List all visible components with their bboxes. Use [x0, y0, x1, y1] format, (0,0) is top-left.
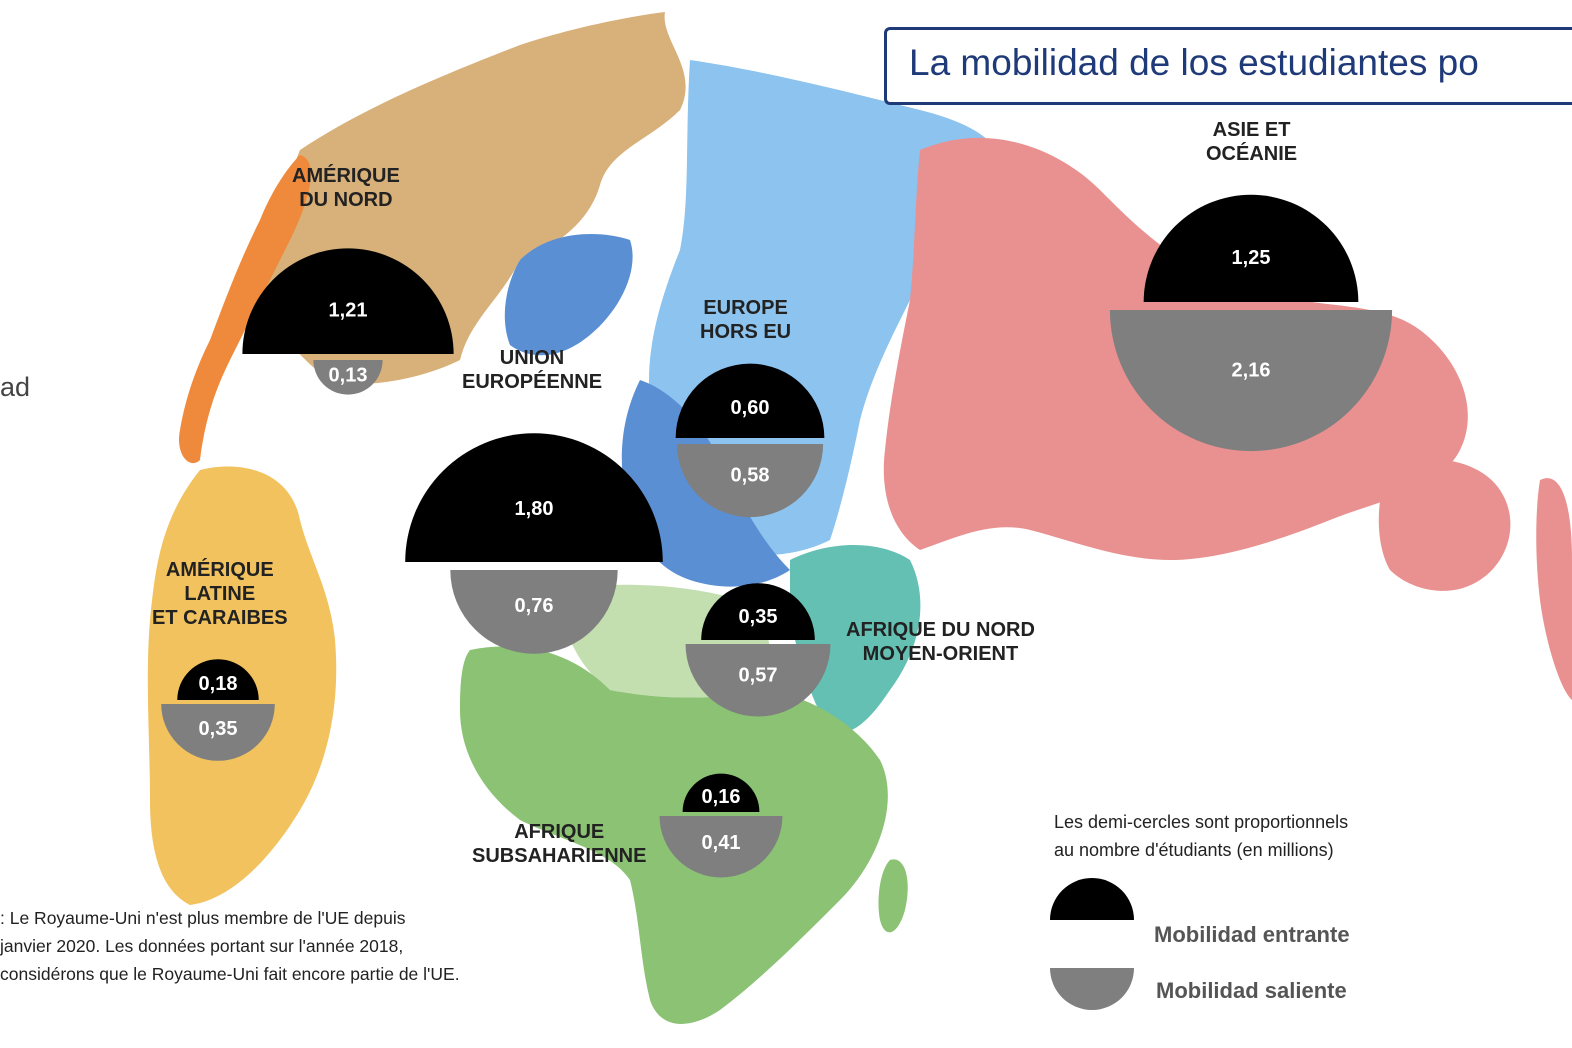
region-label-europe-non-eu: EUROPE HORS EU [700, 296, 791, 344]
continent-greenland [504, 234, 633, 356]
region-name-line: ET CARAIBES [152, 607, 288, 629]
incoming-half-circle-north-america [242, 248, 454, 354]
incoming-half-circle-asia-oceania [1143, 194, 1359, 302]
incoming-value-label: 1,80 [515, 498, 554, 520]
outgoing-half-circle-north-america [313, 360, 383, 395]
outgoing-half-circle-latin-america [161, 704, 275, 761]
region-name-line: EUROPÉENNE [462, 371, 603, 393]
legend-incoming-label: Mobilidad entrante [1154, 922, 1350, 947]
title-banner: La mobilidad de los estudiantes po [884, 27, 1572, 105]
region-name-line: AMÉRIQUE [292, 165, 400, 187]
region-label-european-union: UNION EUROPÉENNE [462, 346, 602, 394]
region-name-line: AFRIQUE [514, 821, 605, 843]
region-label-north-america: AMÉRIQUE DU NORD [292, 164, 400, 212]
region-name-line: EUROPE [703, 297, 788, 319]
region-name-line: MOYEN-ORIENT [862, 643, 1019, 665]
outgoing-half-circle-asia-oceania [1109, 310, 1393, 452]
continent-madagascar [878, 859, 908, 933]
continent-pacific-islands [1536, 478, 1572, 700]
incoming-value-label: 0,35 [739, 606, 778, 628]
incoming-value-label: 0,60 [731, 397, 770, 419]
outgoing-value-label: 0,35 [199, 718, 238, 740]
mobility-markers: 1,21 0,13 1,80 0,76 0,60 0,58 1,25 2,16 0,18 0,35… [161, 194, 1393, 878]
incoming-half-circle-latin-america [177, 659, 259, 700]
legend-outgoing-label: Mobilidad saliente [1156, 978, 1347, 1003]
legend-incoming-swatch [1050, 878, 1134, 920]
legend-outgoing-swatch [1050, 968, 1134, 1010]
outgoing-value-label: 2,16 [1232, 359, 1271, 381]
region-label-latin-america: AMÉRIQUE LATINE ET CARAIBES [152, 558, 288, 630]
legend-note-line: Les demi-cercles sont proportionnels [1054, 812, 1349, 832]
region-name-line: OCÉANIE [1206, 143, 1298, 165]
region-name-line: ASIE ET [1212, 119, 1291, 141]
region-label-asia-oceania: ASIE ET OCÉANIE [1206, 118, 1297, 166]
side-text-fragment: ad [0, 372, 31, 402]
outgoing-value-label: 0,57 [739, 664, 778, 686]
legend-note: Les demi-cercles sont proportionnels au … [1054, 808, 1348, 864]
region-name-line: UNION [499, 347, 565, 369]
incoming-value-label: 0,16 [702, 786, 741, 808]
legend-note-line: au nombre d'étudiants (en millions) [1054, 840, 1334, 860]
region-name-line: AMÉRIQUE [165, 559, 274, 581]
region-name-line: DU NORD [299, 189, 393, 211]
outgoing-value-label: 0,76 [515, 595, 554, 617]
continent-australia [1378, 459, 1511, 591]
incoming-value-label: 1,21 [329, 300, 368, 322]
outgoing-value-label: 0,58 [731, 465, 770, 487]
footnote-line: : Le Royaume-Uni n'est plus membre de l'… [0, 908, 406, 928]
incoming-value-label: 0,18 [199, 673, 238, 695]
continent-central-america [179, 155, 311, 464]
incoming-half-circle-sub-saharan-africa [682, 773, 760, 812]
outgoing-value-label: 0,41 [702, 832, 741, 854]
continent-middle-east [790, 545, 921, 733]
region-name-line: HORS EU [700, 321, 792, 343]
incoming-half-circle-european-union [405, 433, 663, 562]
outgoing-half-circle-europe-non-eu [676, 444, 824, 518]
footnote: : Le Royaume-Uni n'est plus membre de l'… [0, 904, 460, 988]
footnote-line: considérons que le Royaume-Uni fait enco… [0, 964, 460, 984]
region-name-line: SUBSAHARIENNE [472, 845, 647, 867]
region-label-sub-saharan-africa: AFRIQUE SUBSAHARIENNE [472, 820, 646, 868]
outgoing-value-label: 0,13 [329, 365, 368, 387]
incoming-value-label: 1,25 [1232, 247, 1271, 269]
incoming-half-circle-north-africa-middle-east [701, 583, 815, 640]
page-title: La mobilidad de los estudiantes po [909, 42, 1479, 83]
region-name-line: LATINE [184, 583, 256, 605]
incoming-half-circle-europe-non-eu [675, 363, 825, 438]
outgoing-half-circle-north-africa-middle-east [685, 644, 831, 717]
footnote-line: janvier 2020. Les données portant sur l'… [0, 936, 404, 956]
region-name-line: AFRIQUE DU NORD [846, 619, 1035, 641]
outgoing-half-circle-european-union [450, 570, 618, 654]
region-label-north-africa-middle-east: AFRIQUE DU NORD MOYEN-ORIENT [846, 618, 1035, 666]
outgoing-half-circle-sub-saharan-africa [659, 816, 783, 878]
